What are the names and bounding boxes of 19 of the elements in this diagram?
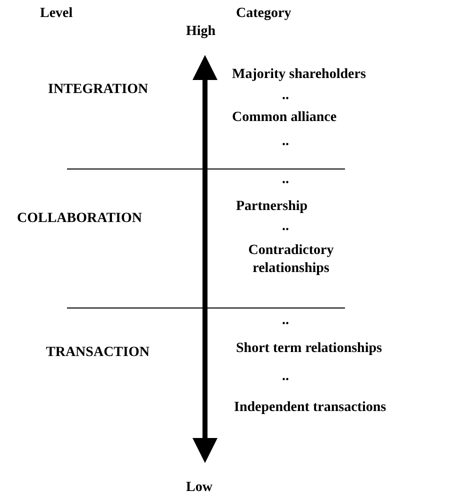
ellipsis-mark: .. xyxy=(282,219,289,235)
level-name: COLLABORATION xyxy=(17,211,142,227)
level-name: INTEGRATION xyxy=(48,82,148,98)
category-text: Independent transactions xyxy=(234,400,386,416)
category-text: Contradictory relationships xyxy=(247,242,335,278)
category-text: Partnership xyxy=(236,199,308,215)
level-name: TRANSACTION xyxy=(46,345,150,361)
scale-label: High xyxy=(186,24,216,40)
ellipsis-mark: .. xyxy=(282,313,289,329)
category-heading: Category xyxy=(236,6,292,22)
ellipsis-mark: .. xyxy=(282,172,289,188)
ellipsis-mark: .. xyxy=(282,88,289,104)
level-heading: Level xyxy=(40,6,73,22)
scale-label: Low xyxy=(186,480,212,496)
ellipsis-mark: .. xyxy=(282,134,289,150)
ellipsis-mark: .. xyxy=(282,369,289,385)
category-text: Common alliance xyxy=(232,110,337,126)
category-text: Short term relationships xyxy=(236,341,382,357)
category-text: Majority shareholders xyxy=(232,67,366,83)
